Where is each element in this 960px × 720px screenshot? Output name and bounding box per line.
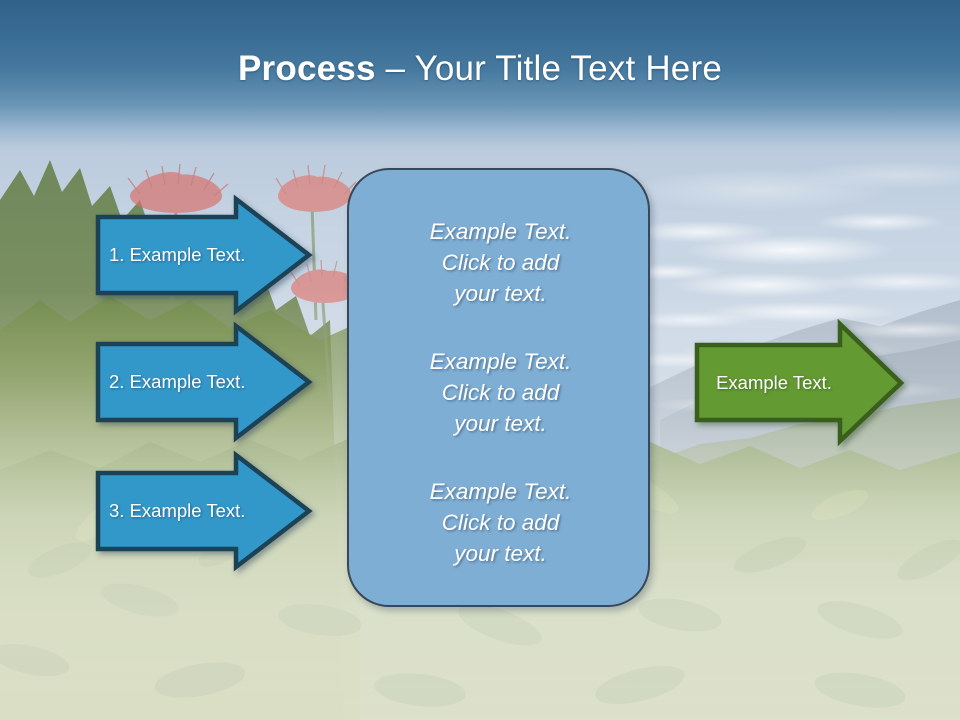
step-arrow-1[interactable]: 1. Example Text. — [95, 194, 317, 316]
center-block-1-line-3: your text. — [454, 281, 547, 306]
center-block-1-line-2: Click to add — [441, 250, 560, 275]
center-block-2-line-3: your text. — [454, 411, 547, 436]
center-block-3-line-2: Click to add — [441, 510, 560, 535]
page-title: Process – Your Title Text Here — [0, 48, 960, 90]
center-panel-blocks: Example Text. Click to add your text. Ex… — [349, 216, 652, 569]
center-block-3-line-1: Example Text. — [429, 479, 572, 504]
center-block-2-line-2: Click to add — [441, 380, 560, 405]
center-text-block-2[interactable]: Example Text. Click to add your text. — [349, 346, 652, 439]
result-arrow[interactable]: Example Text. — [694, 318, 909, 447]
center-text-block-3[interactable]: Example Text. Click to add your text. — [349, 476, 652, 569]
center-text-panel[interactable]: Example Text. Click to add your text. Ex… — [347, 168, 650, 607]
center-text-block-1[interactable]: Example Text. Click to add your text. — [349, 216, 652, 309]
center-block-3-line-3: your text. — [454, 541, 547, 566]
step-arrow-3[interactable]: 3. Example Text. — [95, 450, 317, 572]
title-bold-part: Process — [238, 49, 376, 88]
title-rest-part: – Your Title Text Here — [375, 49, 722, 88]
center-block-1-line-1: Example Text. — [429, 219, 572, 244]
center-block-2-line-1: Example Text. — [429, 349, 572, 374]
step-arrow-2[interactable]: 2. Example Text. — [95, 321, 317, 443]
